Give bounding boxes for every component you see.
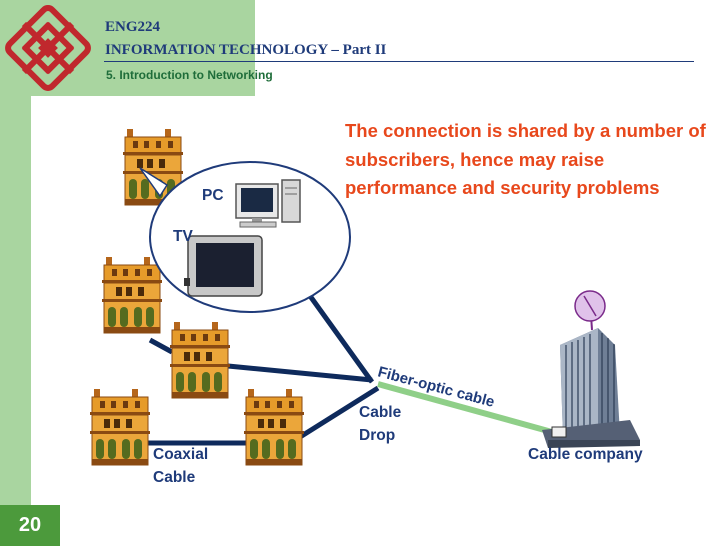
house-icon	[243, 388, 305, 466]
course-title: INFORMATION TECHNOLOGY – Part II	[105, 42, 387, 58]
coaxial-cable-label: Coaxial Cable	[153, 446, 209, 486]
cable-drop-label: Cable Drop	[359, 404, 402, 444]
header-band	[98, 0, 255, 96]
course-code: ENG224	[105, 19, 161, 35]
page-number-box	[0, 505, 60, 546]
shared-connection-note: The connection is shared by a number of …	[345, 120, 706, 198]
cable-company-label: Cable company	[528, 446, 643, 463]
university-logo-icon	[5, 5, 91, 91]
tv-label: TV	[173, 228, 193, 245]
house-icon	[169, 321, 231, 399]
coaxial-cable-lines	[148, 280, 380, 446]
satellite-dish-icon	[574, 290, 606, 331]
cable-company-building-icon	[542, 328, 640, 448]
page-number: 20	[18, 514, 42, 536]
house-icon	[89, 388, 151, 466]
logo-panel	[0, 0, 98, 96]
fiber-optic-cable-line	[377, 381, 571, 440]
house-icon	[101, 256, 163, 334]
pc-icon	[235, 179, 301, 228]
tv-icon	[184, 235, 263, 297]
section-title: 5. Introduction to Networking	[106, 68, 273, 82]
pc-label: PC	[202, 187, 224, 204]
header-divider	[104, 61, 694, 62]
